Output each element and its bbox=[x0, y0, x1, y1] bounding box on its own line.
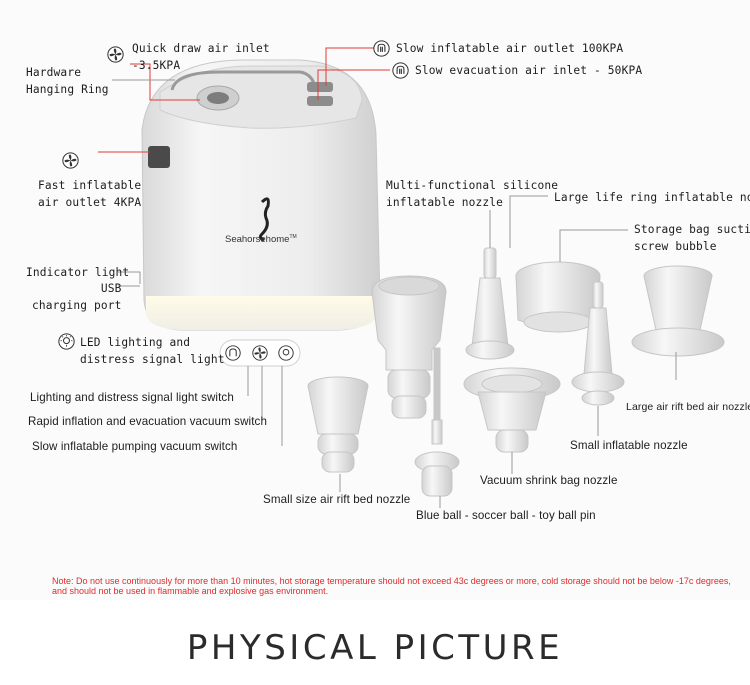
label-fast-inflatable: Fast inflatable air outlet 4KPA bbox=[38, 179, 142, 209]
label-blue-ball: Blue ball - soccer ball - toy ball pin bbox=[416, 509, 596, 522]
label-small-inflatable: Small inflatable nozzle bbox=[570, 439, 688, 452]
large-rift-nozzle bbox=[631, 265, 725, 357]
label-slow-switch: Slow inflatable pumping vacuum switch bbox=[32, 440, 238, 453]
label-vacuum-shrink: Vacuum shrink bag nozzle bbox=[480, 474, 618, 487]
small-inflatable-nozzle bbox=[571, 281, 625, 406]
slow-pump-icon[interactable] bbox=[225, 345, 241, 361]
led-bulb-icon bbox=[58, 333, 75, 350]
label-usb: USB charging port bbox=[32, 282, 122, 312]
label-multi-nozzle: Multi-functional silicone inflatable noz… bbox=[386, 179, 559, 209]
multifunctional-nozzle bbox=[371, 275, 447, 419]
label-large-rift: Large air rift bed air nozzle bbox=[626, 401, 750, 413]
label-hardware-ring: Hardware Hanging Ring bbox=[26, 66, 109, 96]
life-ring-nozzle bbox=[515, 261, 601, 333]
ball-pin-nozzle bbox=[414, 347, 460, 497]
label-rapid-switch: Rapid inflation and evacuation vacuum sw… bbox=[28, 415, 267, 428]
label-slow-evacuation: Slow evacuation air inlet - 50KPA bbox=[415, 64, 643, 77]
label-storage-bag: Storage bag suction screw bubble bbox=[634, 223, 750, 253]
page-title: PHYSICAL PICTURE bbox=[186, 628, 564, 668]
label-led-lighting: LED lighting and distress signal light bbox=[80, 336, 225, 366]
slow-pump-icon bbox=[392, 62, 409, 79]
fan-icon bbox=[62, 152, 79, 169]
fan-icon[interactable] bbox=[252, 345, 268, 361]
fan-icon bbox=[107, 46, 124, 63]
label-quick-draw: Quick draw air inlet bbox=[132, 42, 270, 55]
label-indicator-light: Indicator light bbox=[26, 266, 130, 279]
label-slow-inflatable-outlet: Slow inflatable air outlet 100KPA bbox=[396, 42, 624, 55]
brand-name: SeahorsehomeTM bbox=[225, 234, 297, 246]
warning-note: Note: Do not use continuously for more t… bbox=[52, 576, 731, 596]
leader-lines bbox=[98, 47, 677, 508]
led-bulb-icon[interactable] bbox=[278, 345, 294, 361]
pump-body bbox=[141, 59, 381, 331]
label-large-life-ring: Large life ring inflatable nozzle bbox=[554, 191, 750, 204]
label-lighting-switch: Lighting and distress signal light switc… bbox=[30, 391, 234, 404]
vacuum-shrink-nozzle bbox=[463, 367, 561, 453]
slow-pump-icon bbox=[373, 40, 390, 57]
accessories bbox=[307, 247, 725, 497]
label-quick-draw-value: -3.5KPA bbox=[132, 59, 181, 72]
small-rift-nozzle bbox=[307, 376, 369, 473]
label-small-rift: Small size air rift bed nozzle bbox=[263, 493, 411, 506]
